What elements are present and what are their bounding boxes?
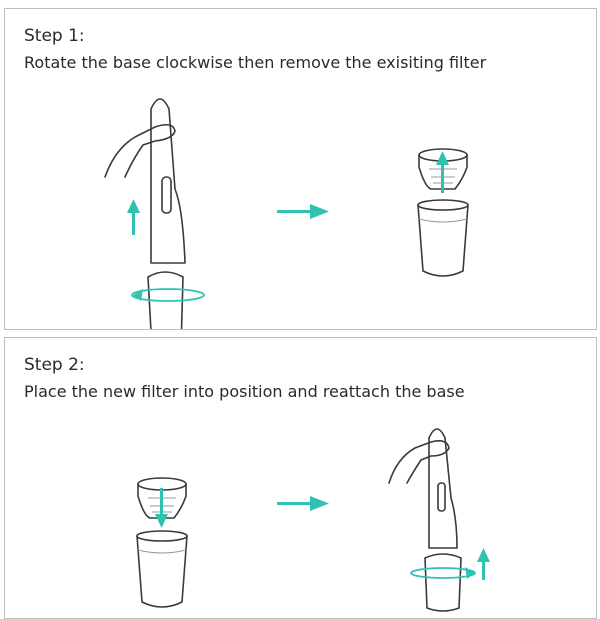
rotate-arrow-icon xyxy=(131,288,205,302)
vacuum-body-icon xyxy=(428,428,458,549)
step-2-panel: Step 2: Place the new filter into positi… xyxy=(4,337,597,619)
arrow-up-icon xyxy=(436,151,449,193)
step-2-description: Place the new filter into position and r… xyxy=(24,382,465,401)
dust-cup-icon xyxy=(136,530,188,608)
arrow-down-icon xyxy=(155,488,168,528)
arrow-up-icon xyxy=(477,548,490,580)
step-1-panel: Step 1: Rotate the base clockwise then r… xyxy=(4,8,597,330)
rotate-arrow-icon xyxy=(410,567,476,579)
step-2-illustration xyxy=(136,428,490,612)
hand-icon xyxy=(388,440,450,484)
step-2-title: Step 2: xyxy=(24,355,85,375)
step-1-illustration xyxy=(104,98,469,329)
vacuum-body-icon xyxy=(150,98,186,264)
step-1-title: Step 1: xyxy=(24,26,85,46)
dust-cup-icon xyxy=(424,553,462,612)
hand-icon xyxy=(104,123,176,178)
dust-cup-icon xyxy=(417,199,469,277)
arrow-right-icon xyxy=(277,204,329,219)
arrow-right-icon xyxy=(277,496,329,511)
arrow-up-icon xyxy=(127,199,140,235)
dust-cup-icon xyxy=(147,271,184,329)
step-1-description: Rotate the base clockwise then remove th… xyxy=(24,53,487,72)
